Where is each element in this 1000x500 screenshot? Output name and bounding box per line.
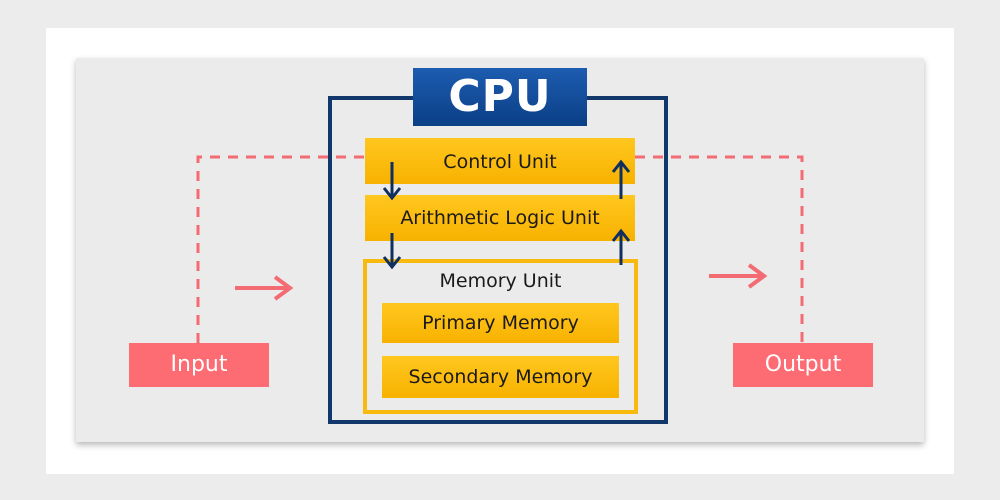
primary-memory-box: Primary Memory [382, 303, 619, 343]
cpu-title: CPU [413, 68, 587, 126]
input-dashed-connector [196, 155, 365, 343]
input-arrow-icon [235, 275, 294, 301]
output-arrow-icon [709, 263, 768, 289]
output-dashed-connector [635, 155, 804, 343]
down-arrow-icon [382, 162, 402, 201]
memory-unit-label: Memory Unit [439, 270, 562, 292]
down-arrow-icon [382, 233, 402, 270]
input-box: Input [129, 343, 269, 387]
control-unit-box: Control Unit [365, 138, 635, 184]
alu-box: Arithmetic Logic Unit [365, 195, 635, 241]
memory-unit-box [363, 259, 638, 414]
secondary-memory-box: Secondary Memory [382, 356, 619, 398]
up-arrow-icon [611, 159, 631, 199]
up-arrow-icon [611, 228, 631, 265]
output-box: Output [733, 343, 873, 387]
